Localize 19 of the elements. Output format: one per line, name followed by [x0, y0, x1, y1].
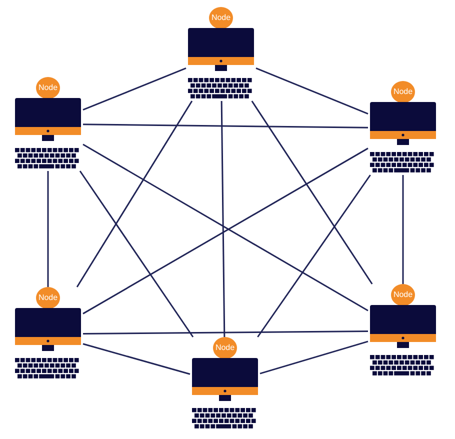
node-label: Node — [36, 77, 60, 99]
connection-line — [251, 100, 373, 284]
connection-line — [47, 171, 49, 287]
connection-line — [256, 68, 368, 114]
connection-line — [220, 101, 226, 337]
connection-line — [402, 175, 404, 284]
node-label: Node — [391, 284, 415, 306]
node-label: Node — [213, 337, 237, 359]
connection-line — [260, 340, 368, 374]
connection-line — [76, 100, 193, 288]
connection-line — [83, 330, 368, 334]
node-label: Node — [391, 81, 415, 103]
connection-line — [257, 174, 371, 338]
connection-line — [83, 124, 368, 128]
connection-line — [82, 67, 186, 111]
connection-line — [79, 170, 194, 338]
node-label: Node — [36, 287, 60, 309]
node-label: Node — [209, 7, 233, 29]
connection-line — [82, 343, 190, 375]
